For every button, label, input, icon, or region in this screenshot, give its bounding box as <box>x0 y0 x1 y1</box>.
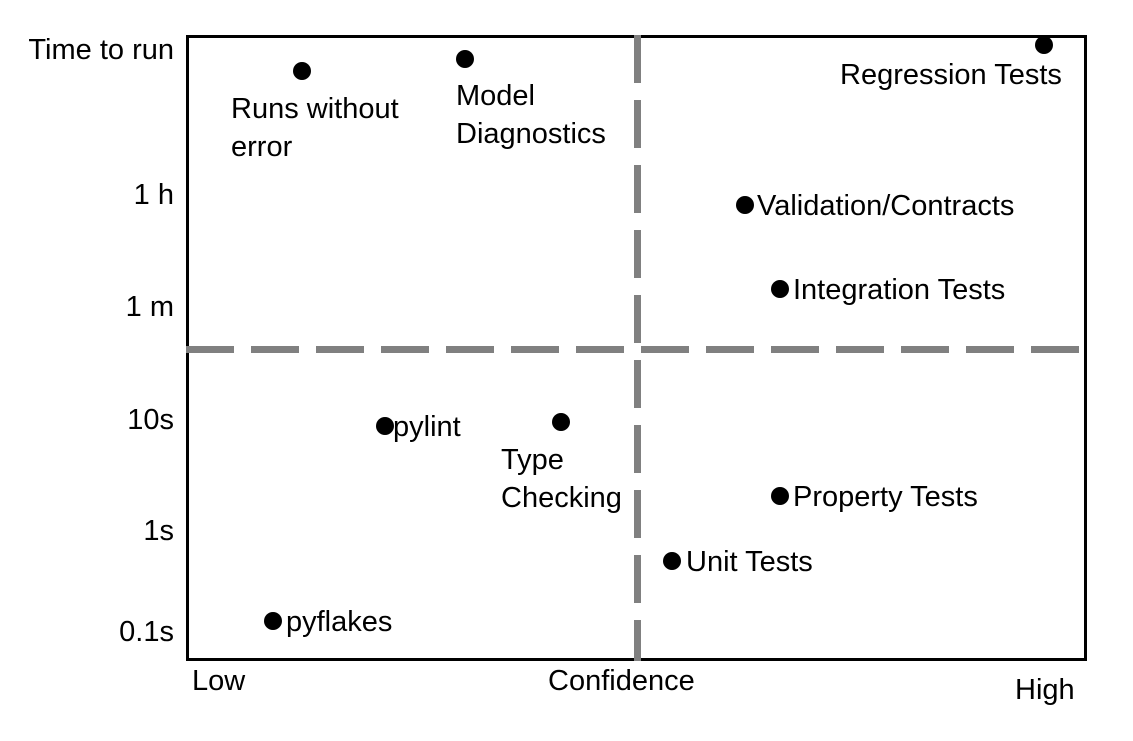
data-point-type-checking[interactable] <box>552 413 570 431</box>
x-axis-title: Confidence <box>548 665 695 697</box>
label-pylint: pylint <box>393 411 461 443</box>
data-point-runs-without-error[interactable] <box>293 62 311 80</box>
data-point-regression-tests[interactable] <box>1035 36 1053 54</box>
vertical-divider-line <box>634 35 641 661</box>
x-tick-high: High <box>1015 674 1075 706</box>
label-integration-tests: Integration Tests <box>793 274 1006 306</box>
data-point-model-diagnostics[interactable] <box>456 50 474 68</box>
label-type-checking-line1: Type <box>501 444 564 476</box>
x-tick-low: Low <box>192 665 246 697</box>
label-model-diagnostics-line2: Diagnostics <box>456 118 606 150</box>
label-runs-without-error-line1: Runs without <box>231 93 399 125</box>
label-regression-tests: Regression Tests <box>840 59 1062 91</box>
data-point-integration-tests[interactable] <box>771 280 789 298</box>
label-model-diagnostics-line1: Model <box>456 80 535 112</box>
y-axis-title: Time to run <box>28 34 174 66</box>
label-type-checking-line2: Checking <box>501 482 622 514</box>
y-tick-1m: 1 m <box>125 291 174 323</box>
data-point-pyflakes[interactable] <box>264 612 282 630</box>
data-point-pylint[interactable] <box>376 417 394 435</box>
y-tick-0.1s: 0.1s <box>119 616 174 648</box>
y-tick-10s: 10s <box>127 404 174 436</box>
data-point-property-tests[interactable] <box>771 487 789 505</box>
data-point-validation-contracts[interactable] <box>736 196 754 214</box>
y-tick-1h: 1 h <box>133 179 174 211</box>
label-validation-contracts: Validation/Contracts <box>757 190 1015 222</box>
label-unit-tests: Unit Tests <box>686 546 813 578</box>
y-tick-1s: 1s <box>143 515 174 547</box>
label-pyflakes: pyflakes <box>286 606 393 638</box>
label-property-tests: Property Tests <box>793 481 978 513</box>
data-point-unit-tests[interactable] <box>663 552 681 570</box>
label-runs-without-error-line2: error <box>231 131 293 163</box>
